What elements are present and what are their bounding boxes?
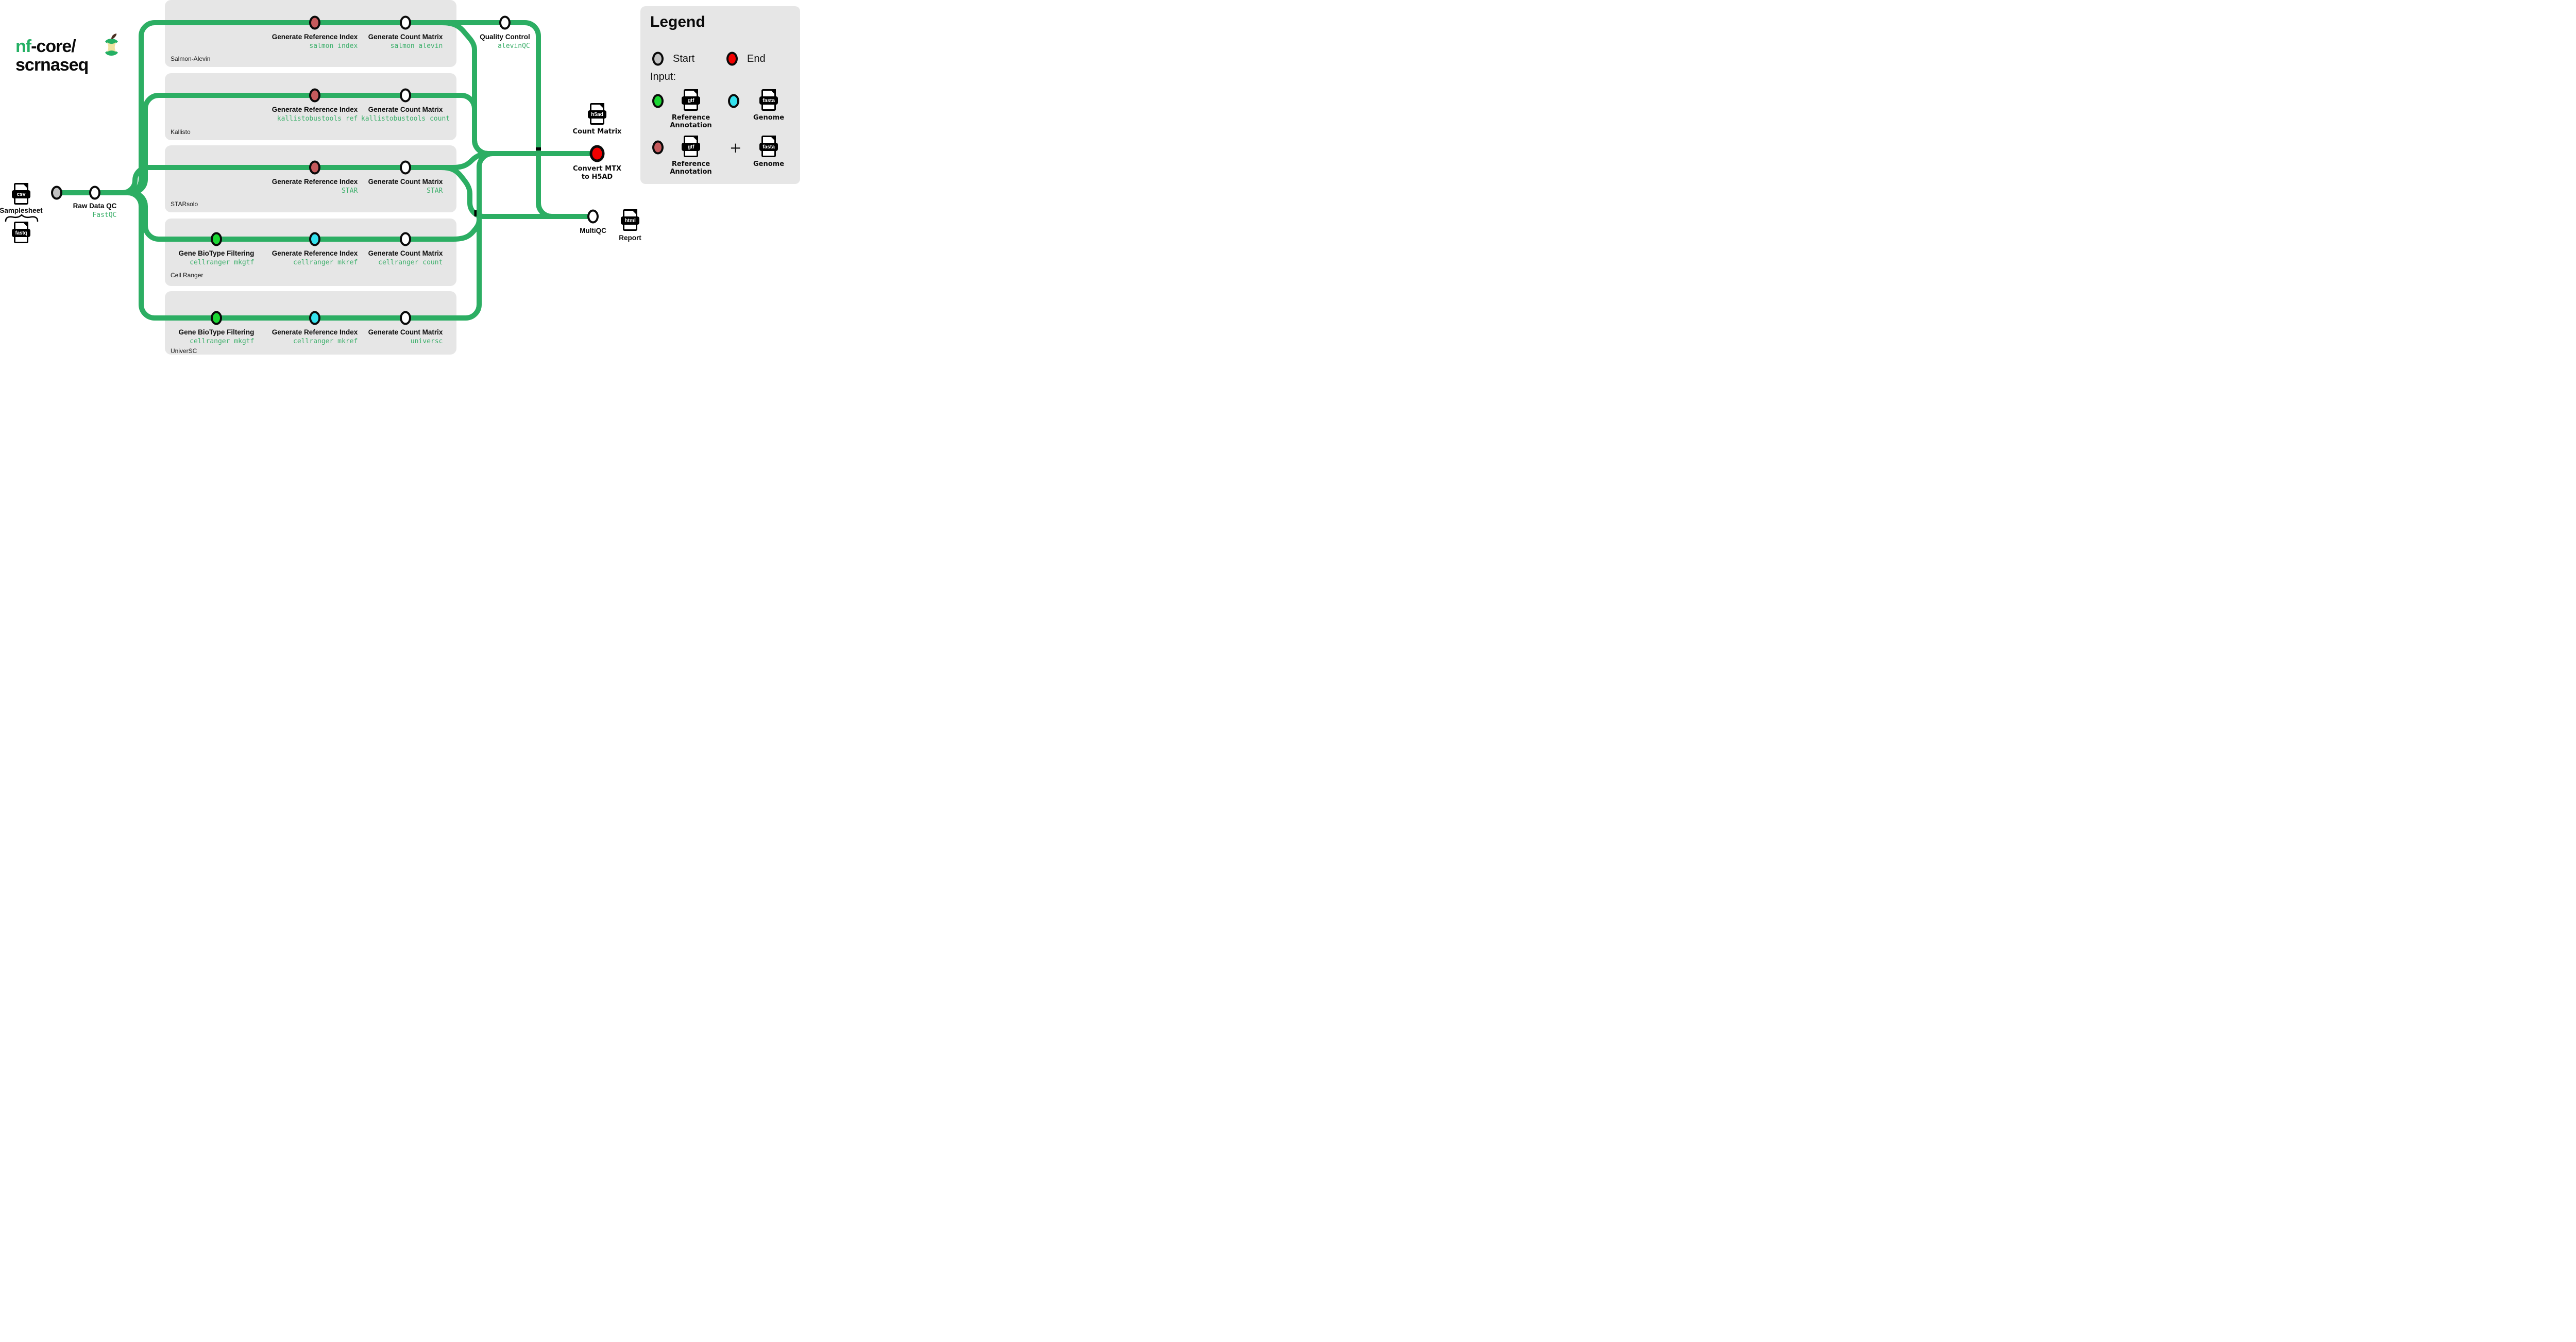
legend-start-label: Start [673, 53, 695, 64]
nf-core-logo: nf-core/ scrnaseq [15, 37, 89, 75]
rail-salmon-alevin [54, 20, 596, 219]
brace-icon [5, 214, 39, 222]
node-multiqc [587, 209, 599, 224]
legend-input-fasta-circle [728, 94, 739, 108]
legend-gtf-icon-1: gtf [682, 89, 700, 112]
kallisto-ref-index-label: Generate Reference Index kallistobustool… [272, 106, 358, 123]
legend-reference-label1-line2: Annotation [670, 122, 712, 129]
legend-reference-label2-line1: Reference [671, 160, 710, 168]
legend-genome-label1: Genome [753, 114, 785, 122]
cellranger-count-matrix-label: Generate Count Matrix cellranger count [368, 249, 443, 266]
salmon-count-matrix-label: Generate Count Matrix salmon alevin [368, 33, 443, 50]
rail-cellranger [54, 190, 482, 242]
pipeline-rails [54, 20, 600, 321]
salmon-ref-index-label: Generate Reference Index salmon index [272, 33, 358, 50]
logo-pipeline-name: scrnaseq [15, 55, 89, 75]
fastq-file-icon: fastq [12, 222, 30, 244]
node-cellranger-ref-index [309, 232, 320, 246]
node-salmon-ref-index [309, 15, 320, 30]
legend-fasta-icon-2: fasta [759, 136, 778, 158]
multiqc-label: MultiQC [580, 227, 606, 234]
h5ad-file-icon: h5ad [588, 103, 606, 126]
lane-tag-universc: UniverSC [171, 347, 197, 355]
quality-control-label: Quality Control alevinQC [480, 33, 530, 50]
starsolo-ref-index-label: Generate Reference Index STAR [272, 178, 358, 195]
lane-box-salmon-alevin [165, 0, 456, 67]
universc-count-matrix-label: Generate Count Matrix universc [368, 328, 443, 345]
pipeline-diagram: nf-core/ scrnaseq csv Samplesheet fastq … [0, 0, 802, 355]
node-convert-end [589, 145, 605, 162]
lane-tag-cellranger: Cell Ranger [171, 272, 204, 279]
legend-reference-label2-line2: Annotation [670, 168, 712, 176]
legend-genome-label2: Genome [753, 160, 785, 168]
legend-reference-label1-line1: Reference [671, 114, 710, 122]
node-salmon-count-matrix [400, 15, 411, 30]
samplesheet-csv-icon: csv [12, 183, 30, 206]
apple-core-icon [105, 33, 118, 56]
html-file-icon: html [621, 209, 639, 232]
node-cellranger-biotype [211, 232, 222, 246]
starsolo-count-matrix-label: Generate Count Matrix STAR [368, 178, 443, 195]
logo-core: -core/ [31, 37, 76, 56]
cellranger-biotype-label: Gene BioType Filtering cellranger mkgtf [178, 249, 255, 266]
node-raw-data-qc [89, 186, 100, 200]
node-universc-ref-index [309, 311, 320, 325]
samplesheet-label: Samplesheet [0, 207, 43, 214]
cellranger-ref-index-label: Generate Reference Index cellranger mkre… [272, 249, 358, 266]
report-label: Report [619, 234, 641, 242]
count-matrix-label: Count Matrix [572, 128, 622, 136]
node-kallisto-count-matrix [400, 88, 411, 103]
lane-box-cellranger [165, 219, 456, 286]
node-starsolo-ref-index [309, 160, 320, 175]
crossing-tick-universc-line [474, 210, 477, 216]
node-kallisto-ref-index [309, 88, 320, 103]
legend-input-label: Input: [650, 71, 676, 82]
logo-nf: nf [15, 37, 31, 56]
universc-ref-index-label: Generate Reference Index cellranger mkre… [272, 328, 358, 345]
legend-end-label: End [747, 53, 766, 64]
legend-gtf-icon-2: gtf [682, 136, 700, 158]
crossing-tick-qc-line [536, 147, 541, 150]
node-universc-biotype [211, 311, 222, 325]
legend-input-gtf-circle [652, 94, 664, 108]
legend-start-circle [652, 52, 664, 66]
legend-input-both-circle [652, 140, 664, 155]
lane-box-kallisto [165, 73, 456, 140]
node-cellranger-count-matrix [400, 232, 411, 246]
lane-tag-kallisto: Kallisto [171, 128, 191, 136]
legend-title: Legend [650, 13, 705, 30]
lane-box-starsolo [165, 145, 456, 212]
convert-label-line1: Convert MTX [573, 165, 621, 173]
node-starsolo-count-matrix [400, 160, 411, 175]
node-universc-count-matrix [400, 311, 411, 325]
lane-tag-starsolo: STARsolo [171, 200, 198, 208]
legend-fasta-icon-1: fasta [759, 89, 778, 112]
convert-label-line2: to H5AD [581, 173, 613, 181]
node-start [51, 186, 62, 200]
universc-biotype-label: Gene BioType Filtering cellranger mkgtf [178, 328, 255, 345]
raw-data-qc-label: Raw Data QC FastQC [73, 202, 117, 219]
legend-plus-sign: + [730, 139, 742, 156]
node-quality-control [499, 15, 511, 30]
legend-end-circle [726, 52, 738, 66]
lane-tag-salmon-alevin: Salmon-Alevin [171, 55, 211, 62]
kallisto-count-matrix-label: Generate Count Matrix kallistobustools c… [361, 106, 450, 123]
